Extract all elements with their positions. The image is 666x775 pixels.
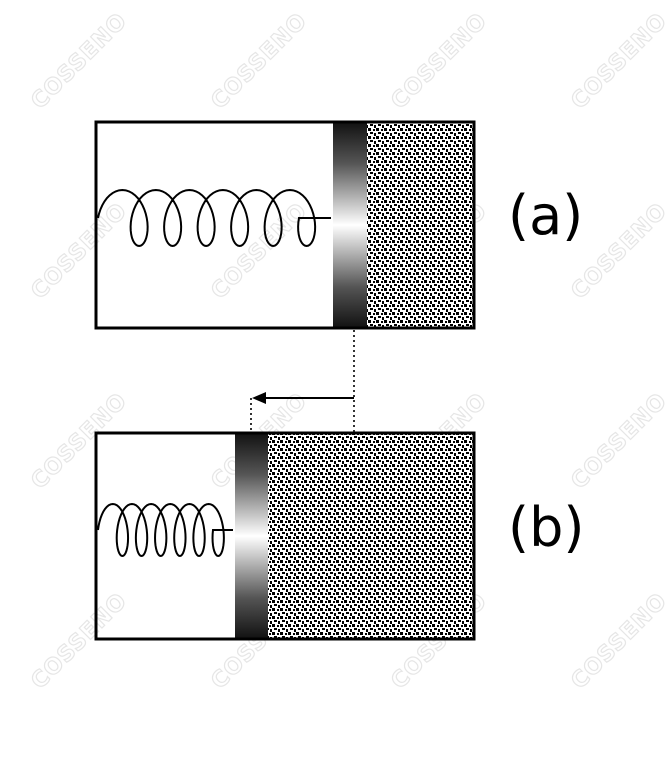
cylinder-b [94, 431, 476, 641]
watermark-text: COSSENO [27, 588, 133, 694]
gas-region-a [367, 122, 474, 328]
watermark-text: COSSENO [567, 388, 666, 494]
cylinder-a [94, 120, 476, 330]
spring-a [97, 188, 331, 248]
watermark-text: COSSENO [207, 8, 313, 114]
watermark-text: COSSENO [567, 8, 666, 114]
displacement-indicator [250, 330, 355, 432]
watermark-text: COSSENO [27, 198, 133, 304]
watermark-text: COSSENO [567, 588, 666, 694]
spring-b [97, 502, 233, 558]
watermark-text: COSSENO [387, 8, 493, 114]
piston-a [333, 122, 367, 328]
watermark-text: COSSENO [27, 8, 133, 114]
piston-b [235, 433, 268, 639]
watermark-text: COSSENO [27, 388, 133, 494]
label-a: (a) [508, 184, 583, 247]
panel-a [94, 120, 476, 330]
gas-region-b [268, 433, 474, 639]
watermark-text: COSSENO [207, 198, 313, 304]
panel-b [94, 431, 476, 641]
label-b: (b) [508, 496, 584, 559]
arrow-head [252, 392, 266, 404]
